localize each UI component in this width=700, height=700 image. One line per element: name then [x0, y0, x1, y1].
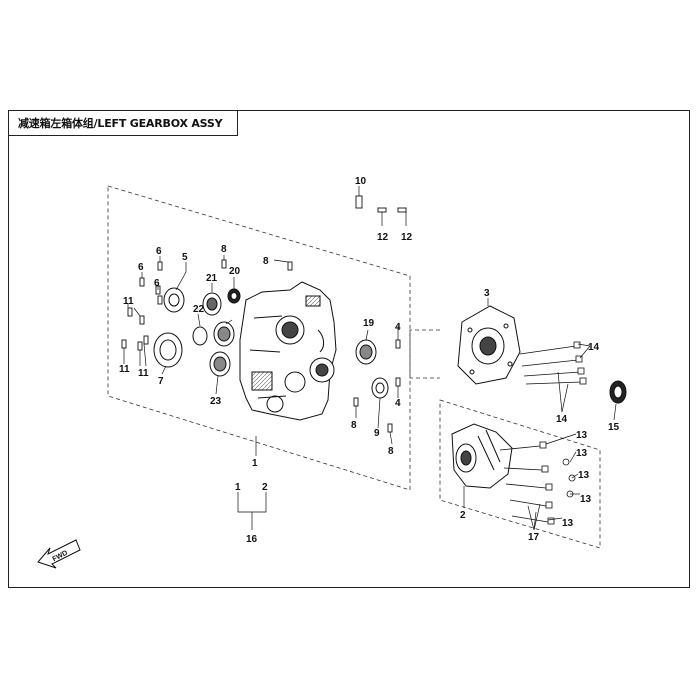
callout-4b: 4 — [395, 398, 401, 409]
callout-11c: 11 — [138, 368, 149, 379]
left-case-boundary — [107, 185, 411, 491]
assembly-boundaries — [107, 185, 601, 549]
callout-1b: 1 — [235, 482, 241, 493]
callout-6a: 6 — [156, 246, 162, 257]
callout-3: 3 — [484, 288, 490, 299]
callout-13e: 13 — [562, 518, 574, 529]
callout-7: 7 — [158, 376, 164, 387]
callout-18: 19 — [363, 318, 375, 329]
callout-12b: 12 — [401, 232, 413, 243]
callout-13d: 13 — [580, 494, 592, 505]
callout-16: 16 — [246, 534, 258, 545]
callout-10: 10 — [355, 176, 367, 187]
callout-1: 1 — [252, 458, 258, 469]
callout-22: 23 — [210, 396, 222, 407]
callout-11a: 11 — [123, 296, 134, 307]
bolts-13-17 — [499, 441, 576, 525]
callout-6c: 6 — [154, 278, 160, 289]
callout-13b: 13 — [576, 448, 588, 459]
bearing-link-boundary — [409, 329, 440, 379]
fasteners — [121, 195, 407, 433]
callout-19: 20 — [229, 266, 241, 277]
callout-15: 15 — [608, 422, 620, 433]
callout-8d: 8 — [388, 446, 394, 457]
callout-21: 22 — [193, 304, 205, 315]
callout-13a: 13 — [576, 430, 588, 441]
callout-2b: 2 — [262, 482, 268, 493]
left-seals-bearings — [153, 287, 389, 399]
right-cover-2 — [451, 423, 513, 489]
callout-8b: 8 — [263, 256, 269, 267]
callout-13c: 13 — [578, 470, 590, 481]
bolts-14 — [519, 341, 587, 385]
callout-20: 21 — [206, 273, 218, 284]
title-box: 减速箱左箱体组/LEFT GEARBOX ASSY — [8, 110, 238, 136]
fwd-arrow: FWD — [37, 539, 81, 569]
callout-5: 5 — [182, 252, 188, 263]
callout-8a: 8 — [221, 244, 227, 255]
diagram-title: 减速箱左箱体组/LEFT GEARBOX ASSY — [18, 117, 223, 130]
callout-17: 17 — [528, 532, 540, 543]
leader-lines — [123, 186, 617, 531]
callout-14a: 14 — [588, 342, 600, 353]
callout-4a: 4 — [395, 322, 401, 333]
callout-6b: 6 — [138, 262, 144, 273]
seal-15 — [609, 380, 627, 404]
callout-11b: 11 — [119, 364, 130, 375]
callout-8c: 8 — [351, 420, 357, 431]
callout-2: 2 — [460, 510, 466, 521]
callout-9: 9 — [374, 428, 380, 439]
callout-12a: 12 — [377, 232, 389, 243]
gearbox-case — [239, 281, 337, 421]
callout-14b: 14 — [556, 414, 568, 425]
ring-21 — [192, 326, 208, 346]
sensor-10 — [355, 195, 363, 209]
bearing-flange-3 — [457, 305, 521, 385]
drawing-frame — [8, 110, 690, 588]
callout-labels: 10 12 12 6 6 6 5 8 21 20 8 11 22 11 11 7… — [119, 176, 620, 545]
